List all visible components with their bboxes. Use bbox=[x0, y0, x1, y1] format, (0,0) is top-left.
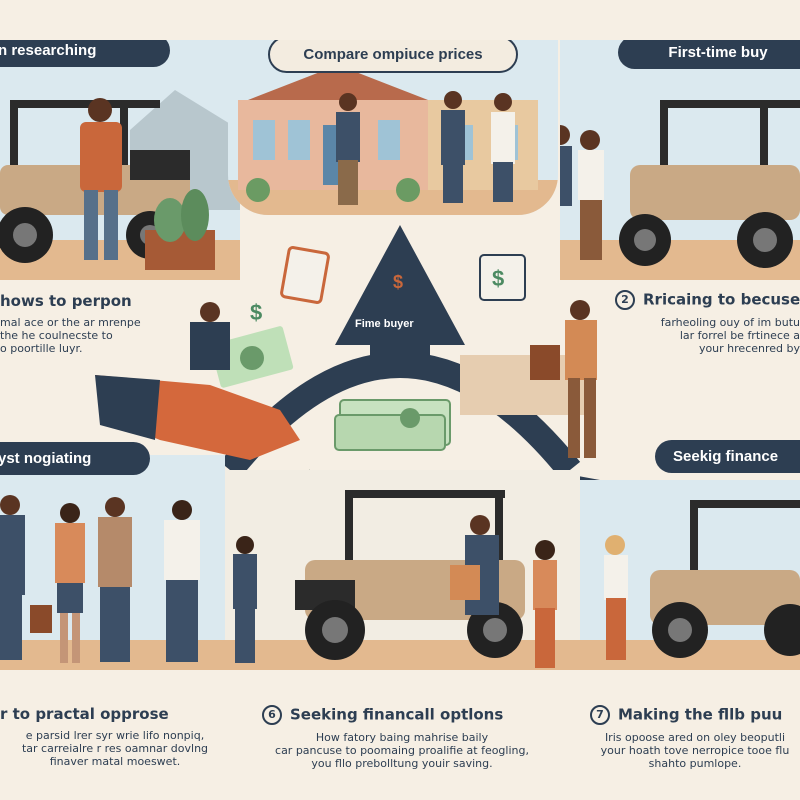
caption-step-7-heading: Making the fllb puu bbox=[618, 705, 783, 724]
step-title-first-time-buyer: First-time buy bbox=[618, 40, 800, 69]
caption-step-7-body: Iris opoose ared on oley beoputli your h… bbox=[600, 731, 790, 770]
handshake-icon bbox=[441, 91, 515, 203]
panel-financing bbox=[225, 470, 580, 670]
person-icon bbox=[560, 125, 604, 260]
step-number-2: 2 bbox=[615, 290, 635, 310]
person-icon bbox=[336, 93, 360, 205]
svg-text:$: $ bbox=[492, 266, 504, 291]
step-number-6: 6 bbox=[262, 705, 282, 725]
person-icon bbox=[30, 503, 85, 663]
caption-step-2-body: farheoling ouy of im butu lar forrel be … bbox=[660, 316, 800, 355]
step-title-seeking-finance: Seekig finance bbox=[655, 440, 800, 473]
price-tag-icon bbox=[280, 246, 330, 304]
caption-step-6: 6 Seeking financall optlons How fatory ba… bbox=[262, 705, 542, 770]
utv-illustration bbox=[560, 40, 800, 280]
person-icon bbox=[0, 495, 25, 660]
utv-icon bbox=[619, 100, 800, 268]
seller-icon: $ bbox=[460, 254, 597, 458]
step-number-7: 7 bbox=[590, 705, 610, 725]
seeking-finance-illustration bbox=[580, 480, 800, 670]
person-with-money-icon bbox=[190, 302, 230, 370]
caption-step-6-heading: Seeking financall optlons bbox=[290, 705, 504, 724]
hand-with-money-icon bbox=[95, 326, 300, 460]
negotiating-illustration bbox=[0, 455, 225, 670]
step-title-researching: n researching bbox=[0, 40, 170, 67]
person-icon bbox=[80, 98, 122, 260]
researching-illustration bbox=[0, 40, 240, 280]
caption-step-1-heading: hows to perpon bbox=[0, 292, 132, 310]
caption-step-7: 7 Making the fllb puu Iris opoose ared on… bbox=[590, 705, 800, 770]
caption-step-2-heading: Rricaing to becuseo bbox=[643, 290, 800, 309]
dollar-sign-icon: $ bbox=[250, 300, 262, 325]
step-title-compare-prices: Compare ompiuce prices bbox=[268, 40, 518, 73]
panel-compare-prices: Compare ompiuce prices bbox=[228, 40, 558, 215]
caption-step-5-body: e parsid lrer syr wrie lifo nonpiq, tar … bbox=[21, 729, 209, 768]
caption-step-5: r to practal opprose e parsid lrer syr w… bbox=[0, 705, 230, 768]
financing-illustration bbox=[225, 470, 580, 670]
person-icon bbox=[450, 515, 499, 615]
panel-first-time-buyer: First-time buy bbox=[560, 40, 800, 280]
center-label: Fime buyer bbox=[355, 318, 414, 330]
utv-icon bbox=[650, 500, 800, 658]
center-symbol: $ bbox=[393, 272, 404, 292]
caption-step-1-body: mal ace or the ar mrenpe the he coulnecs… bbox=[0, 316, 141, 355]
caption-step-5-heading: r to practal opprose bbox=[0, 705, 169, 723]
panel-researching: n researching bbox=[0, 40, 240, 280]
person-icon bbox=[98, 497, 132, 662]
person-icon bbox=[533, 540, 557, 668]
up-arrow-icon bbox=[335, 225, 465, 360]
panel-seeking-finance bbox=[580, 480, 800, 670]
panel-negotiating bbox=[0, 455, 225, 670]
caption-step-2: 2 Rricaing to becuseo farheoling ouy of i… bbox=[615, 290, 800, 355]
caption-step-1: hows to perpon mal ace or the ar mrenpe … bbox=[0, 292, 200, 355]
step-title-negotiating: yst nogiating bbox=[0, 442, 150, 475]
person-icon bbox=[164, 500, 200, 662]
person-icon bbox=[233, 536, 257, 663]
cash-stack-icon bbox=[334, 399, 451, 451]
caption-step-6-body: How fatory baing mahrise baily car pancu… bbox=[275, 731, 529, 770]
person-icon bbox=[604, 535, 628, 660]
